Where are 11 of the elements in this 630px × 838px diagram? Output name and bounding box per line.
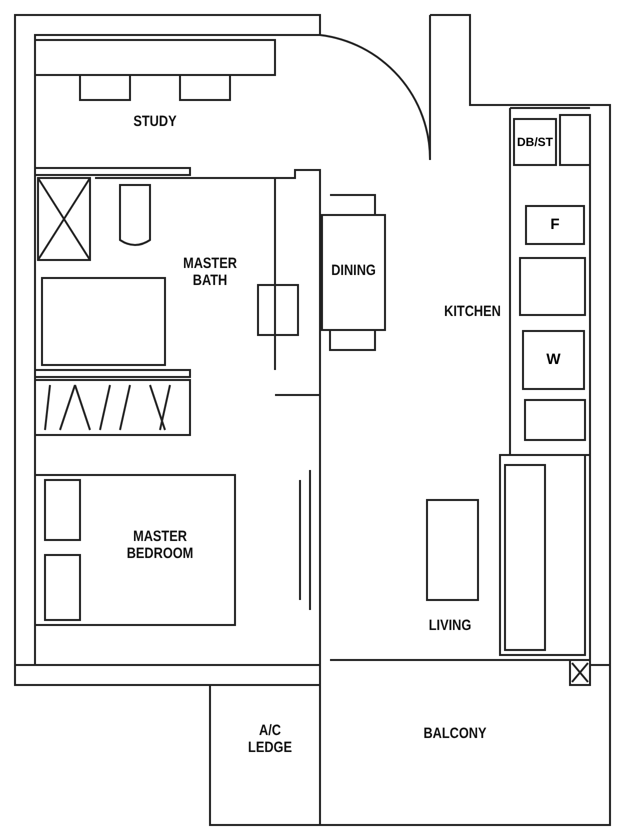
room-label: MASTER BATH	[172, 255, 248, 289]
room-label: KITCHEN	[436, 303, 509, 320]
room-label: STUDY	[116, 113, 194, 130]
appliance-box: W	[522, 330, 585, 390]
room-label: DINING	[326, 262, 380, 279]
room-label: MASTER BEDROOM	[109, 528, 211, 562]
appliance-box: DB/ST	[513, 118, 557, 166]
room-label: A/C LEDGE	[244, 722, 296, 756]
room-label: LIVING	[420, 617, 480, 634]
appliance-box: F	[525, 205, 585, 245]
room-label: BALCONY	[408, 725, 502, 742]
